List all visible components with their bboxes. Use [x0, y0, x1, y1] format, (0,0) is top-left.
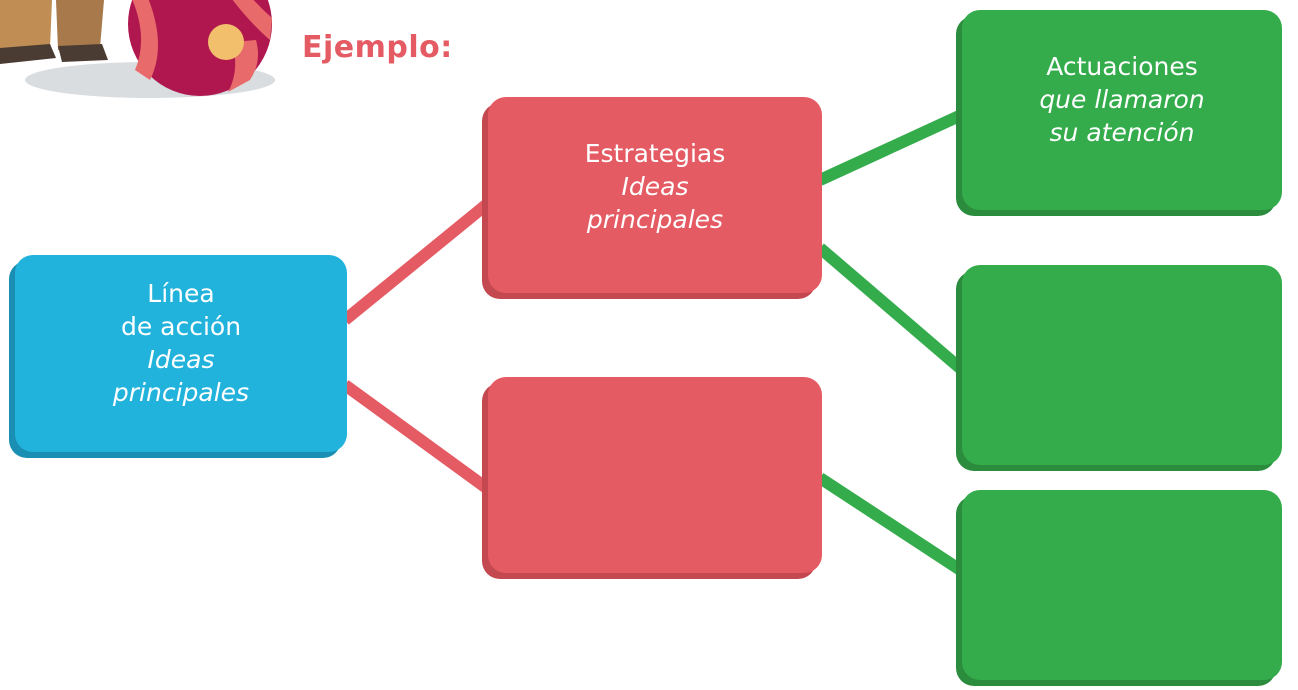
- node-root-line2: de acción: [120, 312, 242, 341]
- node-action-top-line3: su atención: [1049, 118, 1195, 147]
- node-strategy-top-line1: Estrategias: [584, 139, 726, 168]
- node-root-line3: Ideas: [147, 345, 215, 374]
- connector-root-strategy-top: [341, 195, 496, 325]
- node-strategy-top-line2: Ideas: [621, 172, 689, 201]
- connector-strategy-bottom-action-bottom: [816, 472, 972, 581]
- connector-root-strategy-bottom: [341, 380, 496, 497]
- node-action-top-line1: Actuaciones: [1046, 52, 1198, 81]
- node-action-bottom: [962, 490, 1282, 680]
- node-strategy-top: Estrategias Ideas principales: [488, 97, 822, 293]
- node-action-top-line2: que llamaron: [1039, 85, 1205, 114]
- connector-strategy-top-action-middle: [816, 243, 972, 380]
- node-action-middle: [962, 265, 1282, 465]
- node-strategy-top-line3: principales: [586, 205, 724, 234]
- illustration: [0, 0, 275, 98]
- diagram-heading: Ejemplo:: [302, 30, 453, 65]
- node-root-line4: principales: [112, 378, 250, 407]
- connector-strategy-top-action-top: [817, 106, 971, 186]
- node-action-top: Actuaciones que llamaron su atención: [962, 10, 1282, 210]
- beach-ball-icon: [128, 0, 272, 96]
- node-root: Línea de acción Ideas principales: [15, 255, 347, 452]
- node-root-line1: Línea: [147, 279, 215, 308]
- node-strategy-bottom: [488, 377, 822, 573]
- character-legs-icon: [0, 0, 108, 64]
